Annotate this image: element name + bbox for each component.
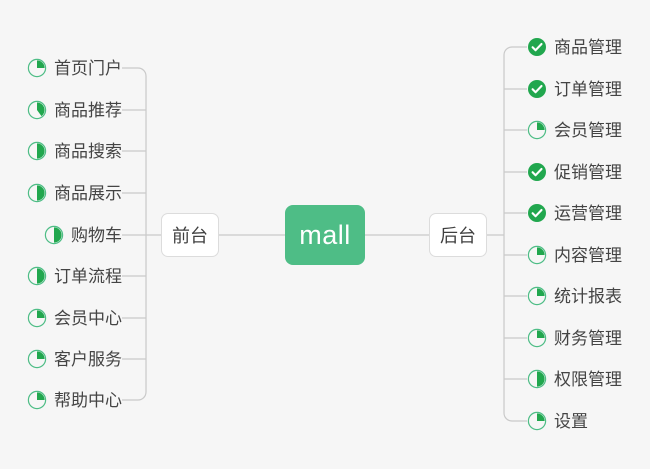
leaf-item-back-3[interactable]: 促销管理 [527,158,622,186]
root-node-label: mall [299,219,351,250]
pie-quarter-icon [27,308,47,328]
leaf-item-label: 订单管理 [554,79,622,99]
leaf-item-label: 购物车 [71,225,122,245]
pie-quarter-icon [527,245,547,265]
root-node-mall[interactable]: mall [285,205,365,265]
pie-quarter-icon [27,390,47,410]
leaf-item-front-7[interactable]: 客户服务 [0,345,122,373]
leaf-item-label: 会员中心 [54,308,122,328]
leaf-item-label: 客户服务 [54,349,122,369]
leaf-item-back-1[interactable]: 订单管理 [527,75,622,103]
leaf-item-label: 设置 [554,411,588,431]
leaf-item-label: 运营管理 [554,203,622,223]
leaf-item-label: 内容管理 [554,245,622,265]
leaf-item-back-4[interactable]: 运营管理 [527,199,622,227]
pie-half-icon [44,225,64,245]
edge-left-stub-0 [122,67,147,77]
pie-quarter-icon [527,411,547,431]
leaf-item-label: 促销管理 [554,162,622,182]
branch-node-back-label: 后台 [440,226,476,246]
leaf-item-back-5[interactable]: 内容管理 [527,241,622,269]
leaf-item-back-2[interactable]: 会员管理 [527,116,622,144]
check-circle-icon [528,204,546,222]
leaf-item-label: 统计报表 [554,286,622,306]
leaf-item-label: 财务管理 [554,328,622,348]
pie-quarter-icon [27,349,47,369]
leaf-item-front-4[interactable]: 购物车 [0,221,122,249]
branch-node-front-label: 前台 [172,226,208,246]
pie-quarter-icon [27,58,47,78]
edge-right-stub-0 [503,46,527,56]
pie-half-icon [27,266,47,286]
pie-quarter-icon [527,286,547,306]
leaf-item-label: 订单流程 [54,266,122,286]
leaf-item-label: 商品搜索 [54,141,122,161]
branch-node-back[interactable]: 后台 [429,213,487,257]
leaf-item-label: 商品推荐 [54,100,122,120]
pie-quarter-icon [527,120,547,140]
leaf-item-back-8[interactable]: 权限管理 [527,365,622,393]
check-circle-icon [528,80,546,98]
pie-half-icon [527,369,547,389]
leaf-item-front-8[interactable]: 帮助中心 [0,386,122,414]
pie-quarter-icon [527,328,547,348]
leaf-item-back-9[interactable]: 设置 [527,407,588,435]
branch-node-front[interactable]: 前台 [161,213,219,257]
check-circle-icon [528,163,546,181]
leaf-item-label: 会员管理 [554,120,622,140]
check-circle-icon [528,38,546,56]
leaf-item-front-0[interactable]: 首页门户 [0,54,122,82]
leaf-item-front-2[interactable]: 商品搜索 [0,137,122,165]
leaf-item-label: 帮助中心 [54,390,122,410]
leaf-item-label: 首页门户 [54,58,122,78]
leaf-item-back-6[interactable]: 统计报表 [527,282,622,310]
leaf-item-front-3[interactable]: 商品展示 [0,179,122,207]
leaf-item-label: 商品展示 [54,183,122,203]
pie-half-icon [27,141,47,161]
leaf-item-label: 权限管理 [554,369,622,389]
leaf-item-front-6[interactable]: 会员中心 [0,304,122,332]
pie-40-icon [27,100,47,120]
pie-half-icon [27,183,47,203]
leaf-item-back-0[interactable]: 商品管理 [527,33,622,61]
leaf-item-back-7[interactable]: 财务管理 [527,324,622,352]
edge-left-stub-last [122,391,147,401]
leaf-item-front-5[interactable]: 订单流程 [0,262,122,290]
edge-right-stub-last [503,412,527,422]
leaf-item-label: 商品管理 [554,37,622,57]
leaf-item-front-1[interactable]: 商品推荐 [0,96,122,124]
